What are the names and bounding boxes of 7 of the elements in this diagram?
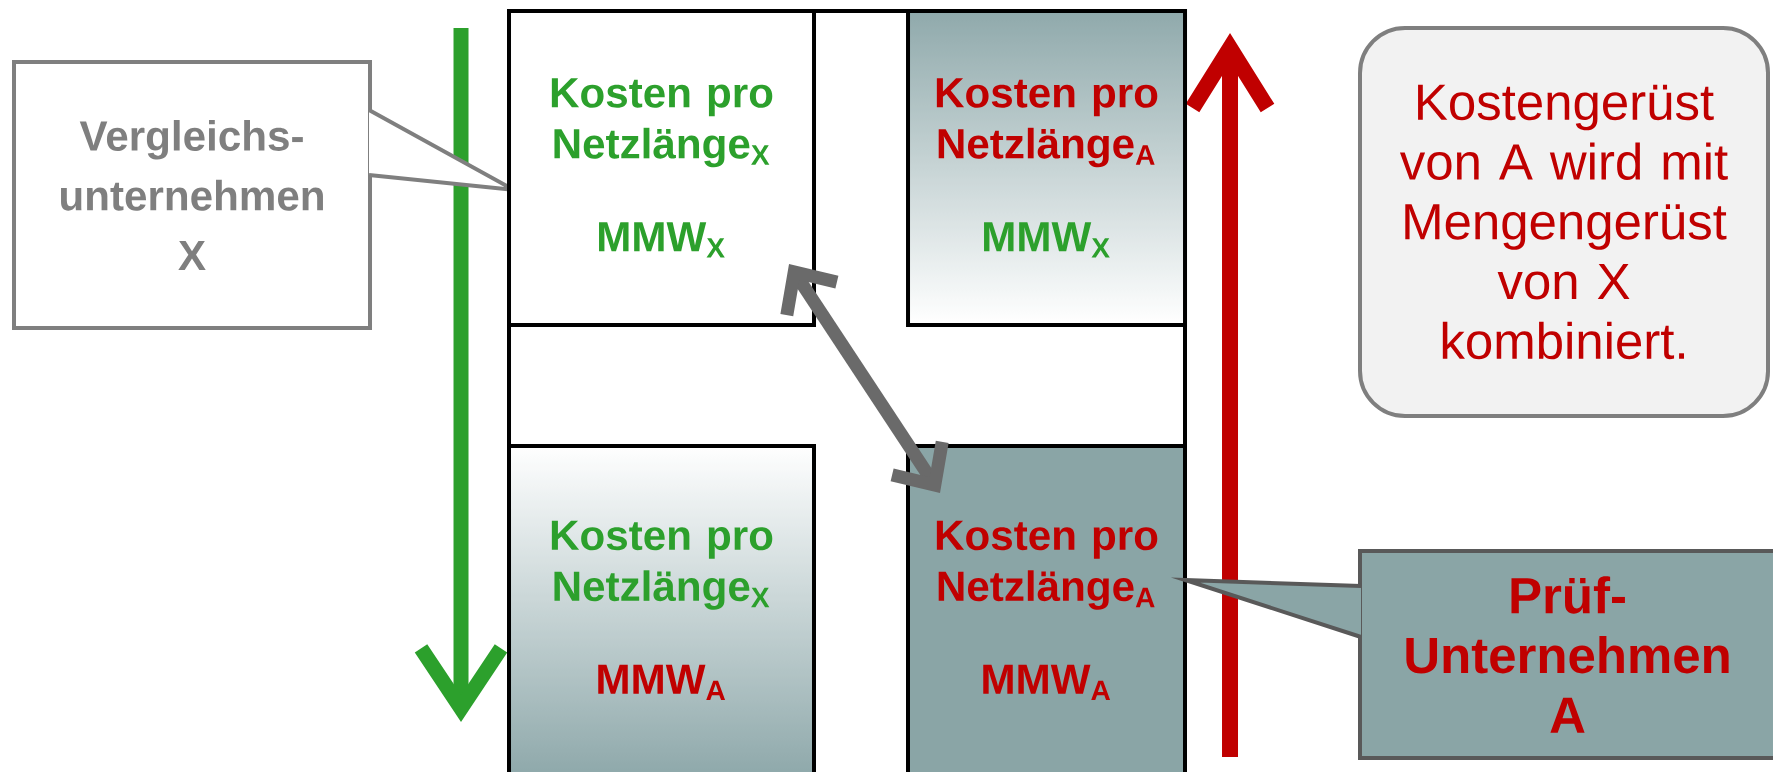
node-label: Prüf- Unternehmen A bbox=[1406, 576, 1729, 733]
cost-cell: Kosten pro Netzlänge$_{X}$ MMW$_{X}$ bbox=[507, 8, 816, 327]
cost-cell: Kosten pro Netzlänge$_{X}$ MMW$_{A}$ bbox=[507, 443, 816, 772]
cost-cell: Kosten pro Netzlänge$_{A}$ MMW$_{A}$ bbox=[906, 443, 1187, 772]
cost-cell: Kosten pro Netzlänge$_{A}$ MMW$_{X}$ bbox=[906, 8, 1187, 327]
note-box: Kostengerüst von A wird mit Mengengerüst von X kombiniert. bbox=[1358, 25, 1771, 418]
double-arrow bbox=[780, 263, 949, 493]
